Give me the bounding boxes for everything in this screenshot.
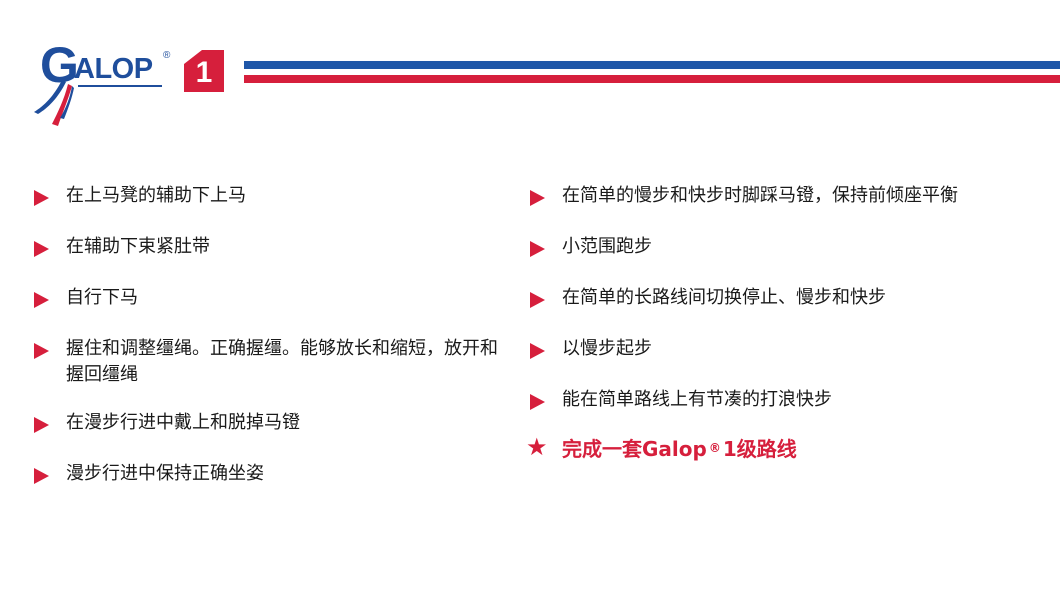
triangle-bullet-icon bbox=[530, 343, 545, 359]
list-item: 能在简单路线上有节凑的打浪快步 bbox=[528, 387, 1048, 413]
list-item: 在简单的长路线间切换停止、慢步和快步 bbox=[528, 285, 1048, 311]
goal-text-after: 1级路线 bbox=[722, 437, 797, 461]
left-skill-list: 在上马凳的辅助下上马 在辅助下束紧肚带 自行下马 握住和调整缰绳。正确握缰。能够… bbox=[32, 183, 502, 512]
level-badge: 1 bbox=[184, 50, 224, 92]
goal-registered-mark: ® bbox=[708, 441, 721, 455]
list-item: 在上马凳的辅助下上马 bbox=[32, 183, 502, 209]
right-skill-list: 在简单的慢步和快步时脚踩马镫，保持前倾座平衡 小范围跑步 在简单的长路线间切换停… bbox=[526, 183, 1048, 463]
list-item: 握住和调整缰绳。正确握缰。能够放长和缩短，放开和握回缰绳 bbox=[32, 336, 502, 388]
list-item-text: 握住和调整缰绳。正确握缰。能够放长和缩短，放开和握回缰绳 bbox=[66, 338, 498, 385]
logo-registered-mark: ® bbox=[163, 50, 171, 61]
logo-wordmark: ALOP bbox=[74, 53, 153, 85]
logo-swoosh-icon bbox=[34, 80, 74, 126]
list-item: 漫步行进中保持正确坐姿 bbox=[32, 461, 502, 487]
star-icon: ★ bbox=[526, 433, 548, 461]
level-number: 1 bbox=[195, 56, 213, 89]
list-item-text: 在漫步行进中戴上和脱掉马镫 bbox=[66, 412, 300, 433]
goal-text-before: 完成一套Galop bbox=[562, 437, 707, 461]
list-item: 自行下马 bbox=[32, 285, 502, 311]
galop-logo: G ALOP ® 1 bbox=[32, 38, 232, 130]
list-item-text: 能在简单路线上有节凑的打浪快步 bbox=[562, 389, 832, 410]
triangle-bullet-icon bbox=[530, 190, 545, 206]
list-item: 在辅助下束紧肚带 bbox=[32, 234, 502, 260]
list-item: 以慢步起步 bbox=[528, 336, 1048, 362]
list-item: 小范围跑步 bbox=[528, 234, 1048, 260]
triangle-bullet-icon bbox=[34, 468, 49, 484]
list-item-text: 自行下马 bbox=[66, 287, 138, 308]
logo-underline bbox=[78, 85, 162, 87]
list-item: 在简单的慢步和快步时脚踩马镫，保持前倾座平衡 bbox=[528, 183, 1048, 209]
list-item-text: 漫步行进中保持正确坐姿 bbox=[66, 463, 264, 484]
triangle-bullet-icon bbox=[530, 394, 545, 410]
header-stripe-blue bbox=[244, 61, 1060, 69]
list-item-text: 以慢步起步 bbox=[562, 338, 652, 359]
header-stripe-red bbox=[244, 75, 1060, 83]
logo-letter-g: G bbox=[40, 37, 79, 93]
list-item-text: 在简单的慢步和快步时脚踩马镫，保持前倾座平衡 bbox=[562, 185, 958, 206]
triangle-bullet-icon bbox=[34, 190, 49, 206]
triangle-bullet-icon bbox=[34, 417, 49, 433]
list-item-text: 在上马凳的辅助下上马 bbox=[66, 185, 246, 206]
level-badge-shape bbox=[184, 50, 224, 92]
triangle-bullet-icon bbox=[530, 241, 545, 257]
triangle-bullet-icon bbox=[34, 343, 49, 359]
goal-item: ★ 完成一套Galop®1级路线 bbox=[526, 433, 1048, 463]
triangle-bullet-icon bbox=[34, 292, 49, 308]
list-item-text: 小范围跑步 bbox=[562, 236, 652, 257]
triangle-bullet-icon bbox=[34, 241, 49, 257]
list-item-text: 在辅助下束紧肚带 bbox=[66, 236, 210, 257]
triangle-bullet-icon bbox=[530, 292, 545, 308]
list-item: 在漫步行进中戴上和脱掉马镫 bbox=[32, 410, 502, 436]
list-item-text: 在简单的长路线间切换停止、慢步和快步 bbox=[562, 287, 886, 308]
